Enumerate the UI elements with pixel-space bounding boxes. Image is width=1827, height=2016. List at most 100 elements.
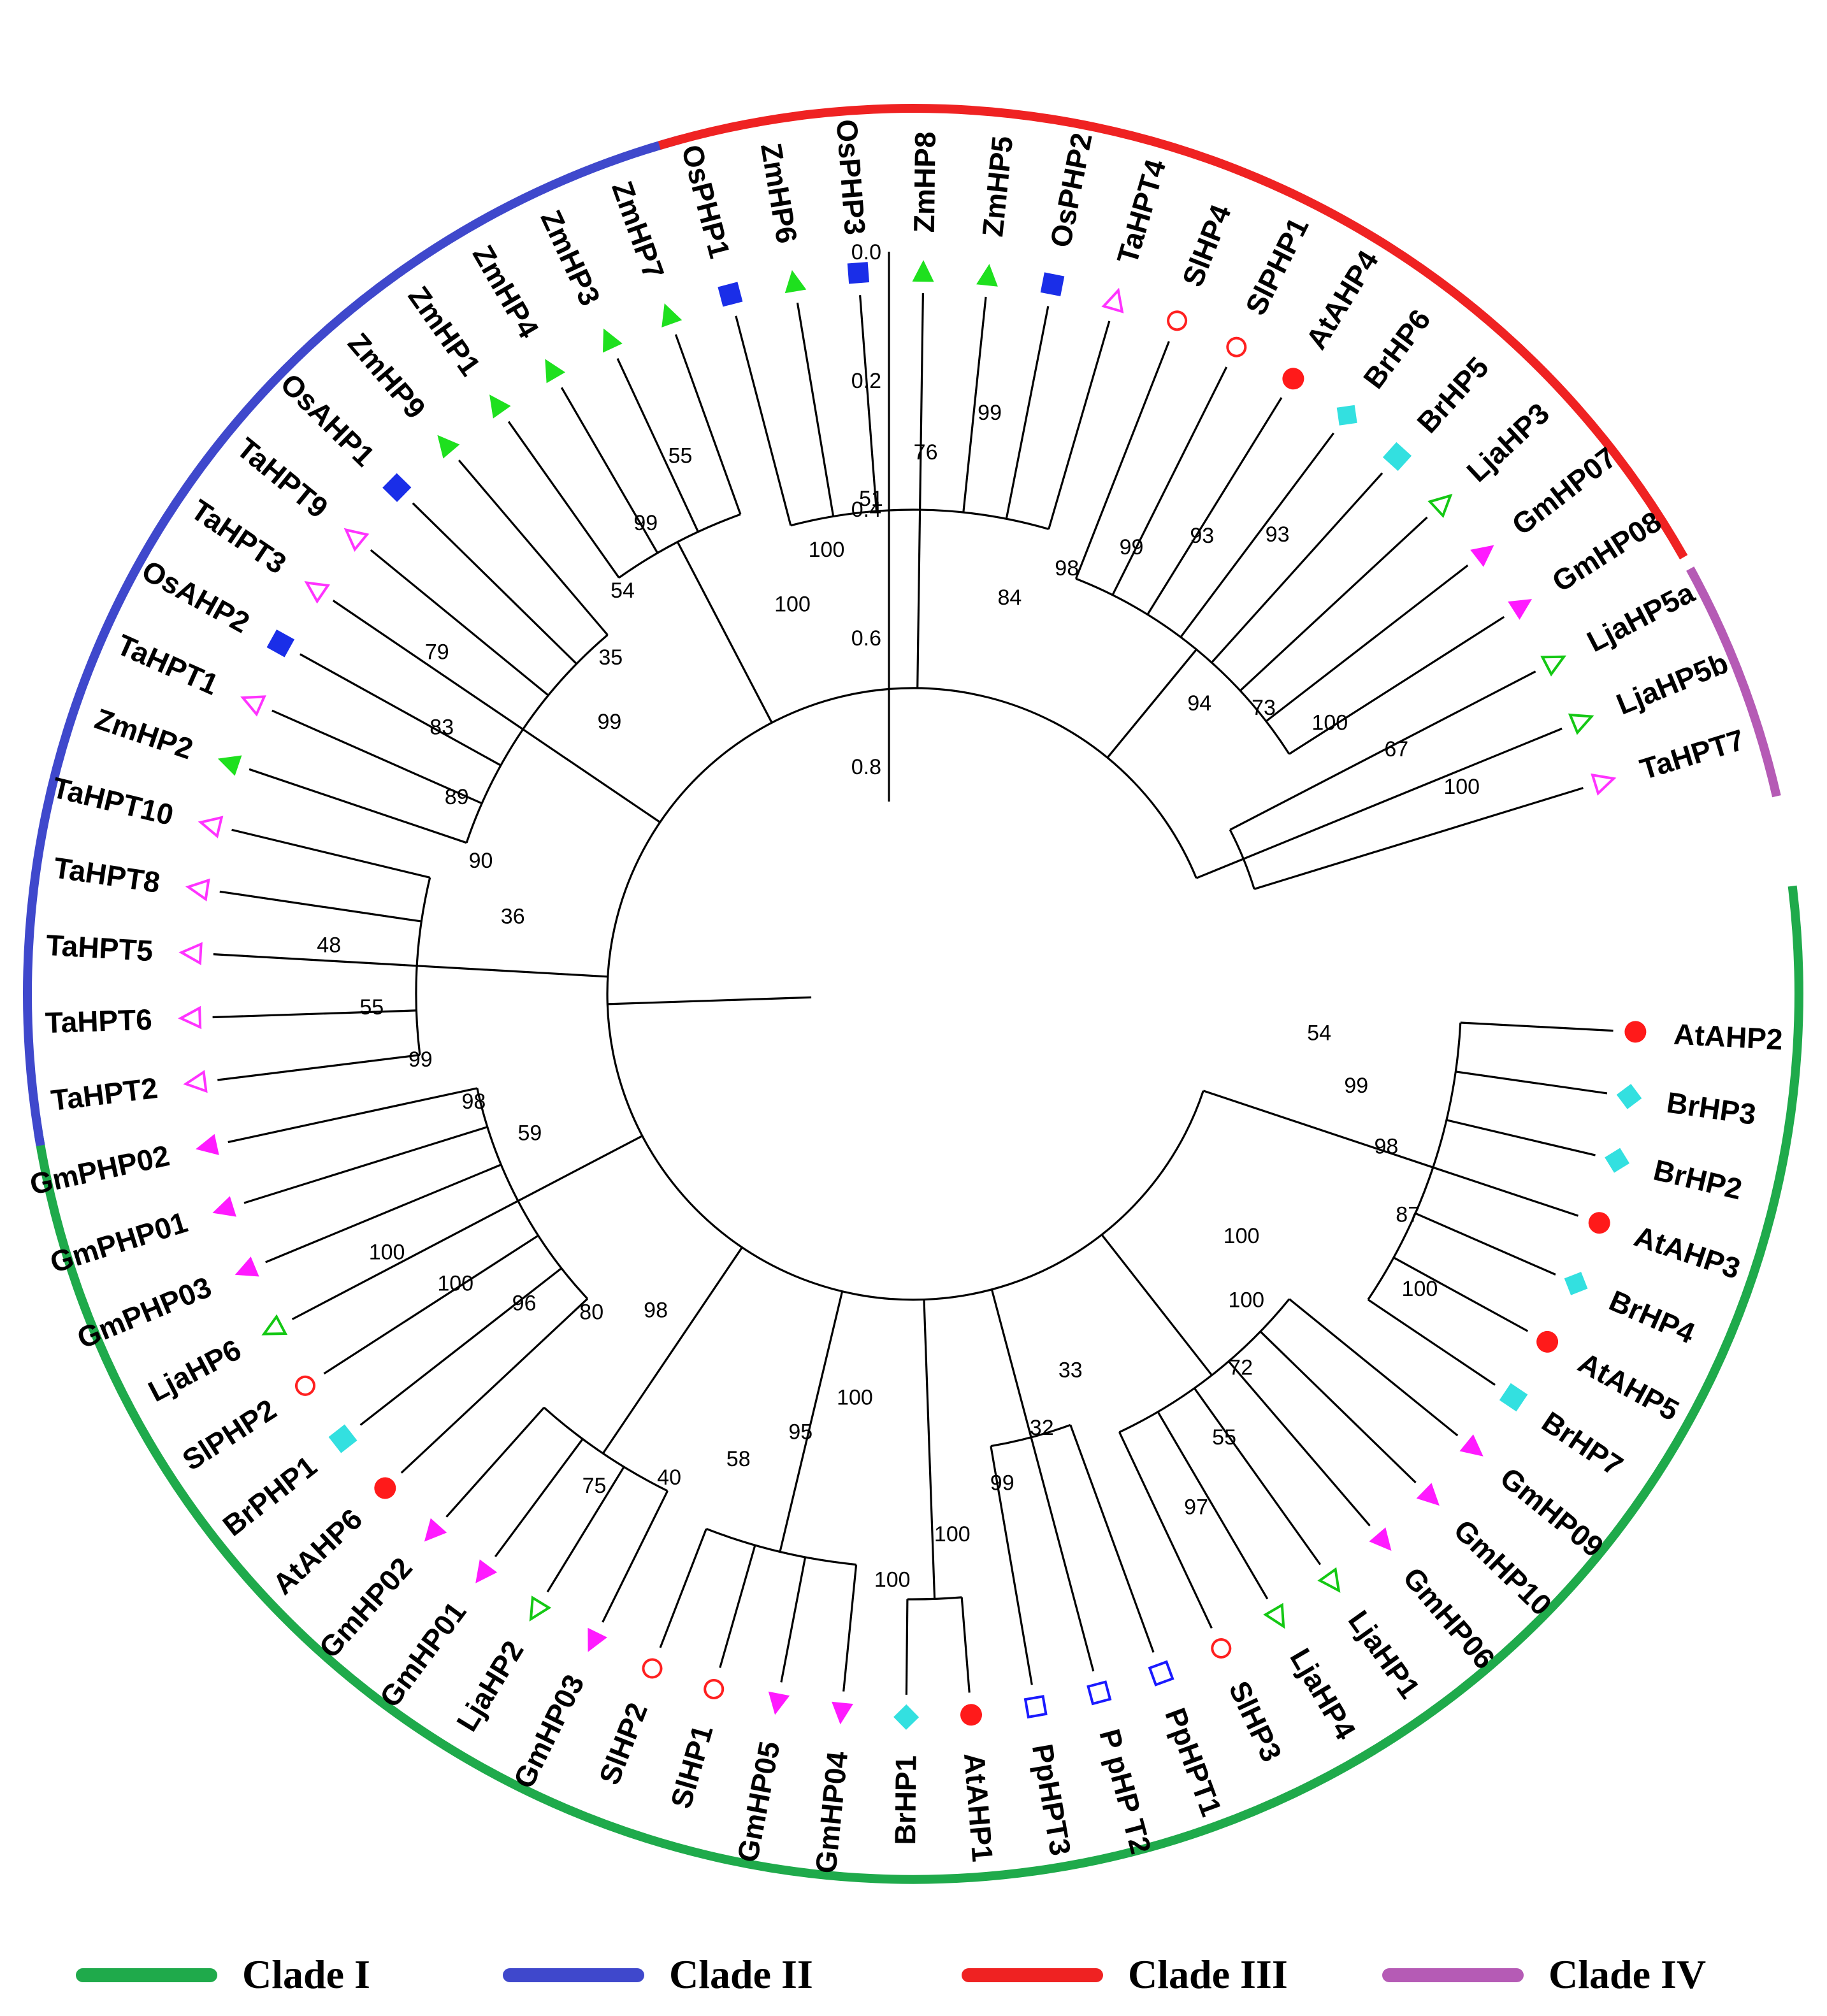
tree-branch — [842, 1564, 858, 1692]
leaf-label: ZmHP9 — [342, 326, 432, 424]
support-value: 72 — [1229, 1356, 1253, 1380]
tree-branch — [1195, 858, 1244, 879]
leaf-label: ZmHP8 — [907, 131, 942, 233]
leaf-label: SlHP1 — [664, 1722, 719, 1812]
support-value: 99 — [990, 1471, 1015, 1495]
leaf-marker — [489, 394, 511, 419]
leaf-label: GmPHP03 — [73, 1270, 216, 1355]
tree-branch — [790, 508, 1050, 530]
tree-branch — [1048, 320, 1111, 529]
tree-branch — [219, 890, 422, 923]
leaf-label: GmHP10 — [1448, 1513, 1559, 1622]
scale-tick-label: 0.8 — [851, 755, 881, 779]
support-value: 94 — [1187, 691, 1211, 716]
tree-branch — [1415, 1212, 1556, 1276]
leaf-labels: AtAHP2BrHP3BrHP2AtAHP3BrHP4AtAHP5BrHP7Gm… — [27, 118, 1784, 1875]
leaf-label: SlPHP1 — [1239, 212, 1315, 320]
tree-branch — [719, 1544, 756, 1668]
leaf-marker — [1101, 287, 1124, 313]
leaf-label: OsAHP1 — [274, 367, 381, 473]
leaf-label: BrHP1 — [888, 1755, 922, 1845]
leaf-marker — [235, 1256, 259, 1277]
clade-arc-clade-ii — [23, 134, 682, 1146]
leaf-label: BrPHP1 — [217, 1449, 323, 1542]
support-value: 89 — [445, 785, 469, 809]
leaf-label: GmHP03 — [507, 1669, 591, 1794]
clade-arc-clade-iii — [658, 104, 1688, 559]
leaf-label: OsPHP1 — [675, 141, 737, 262]
tree-branch — [400, 1298, 588, 1474]
tree-branch — [560, 387, 659, 554]
tree-branch — [705, 1527, 856, 1566]
scale-tick-label: 0.2 — [851, 369, 881, 393]
leaf-marker — [642, 1658, 663, 1679]
tree-branch — [1005, 306, 1050, 519]
support-value: 95 — [788, 1420, 812, 1444]
leaf-marker — [343, 528, 370, 552]
leaf-marker — [178, 1005, 202, 1030]
leaf-marker — [832, 1701, 853, 1725]
leaf-label: TaHPT3 — [185, 493, 292, 580]
tree-branch — [1227, 1360, 1371, 1527]
support-value: 100 — [1402, 1277, 1438, 1301]
support-value: 35 — [598, 645, 623, 670]
support-value: 98 — [461, 1090, 486, 1114]
tree-branch — [1455, 1070, 1608, 1095]
leaf-label: TaHPT5 — [45, 928, 154, 967]
support-value: 55 — [359, 995, 384, 1019]
legend-label: Clade III — [1128, 1952, 1288, 1997]
tree-branch — [659, 1528, 707, 1648]
tree-branch — [1259, 1330, 1417, 1484]
leaf-label: TaHPT8 — [52, 851, 162, 899]
leaf-marker — [1508, 599, 1533, 620]
leaf-marker — [178, 942, 203, 965]
tree-branch — [1180, 432, 1334, 638]
tree-branch — [417, 965, 608, 978]
tree-branch — [990, 1423, 1071, 1448]
tree-branch — [602, 1246, 743, 1454]
tree-branch — [1202, 1090, 1434, 1169]
leaf-marker — [1540, 655, 1566, 677]
support-value: 84 — [997, 586, 1022, 610]
tree-branch — [960, 1597, 971, 1693]
leaf-label: LjaHP1 — [1342, 1604, 1427, 1704]
clade-arcs — [23, 104, 1803, 1884]
leaf-marker — [1226, 336, 1247, 357]
tree-branch — [674, 334, 742, 515]
tree-branch — [919, 293, 924, 510]
scale-bar: 0.00.20.40.60.8 — [851, 240, 890, 802]
support-value: 87 — [1396, 1202, 1420, 1227]
leaf-marker — [602, 328, 623, 353]
support-value: 40 — [657, 1465, 681, 1490]
tree-branch — [291, 1200, 519, 1320]
leaf-marker — [212, 1196, 236, 1217]
leaf-marker — [1416, 1483, 1440, 1506]
tree-branch — [227, 1087, 478, 1144]
tree-branch — [243, 1126, 488, 1204]
leaf-label: BrHP6 — [1357, 303, 1437, 395]
leaf-marker — [1605, 1148, 1630, 1173]
leaf-marker — [295, 1375, 315, 1396]
tree-branch — [522, 728, 661, 823]
tree-branch — [618, 513, 741, 579]
legend-label: Clade II — [669, 1952, 813, 1997]
tree-branch — [1211, 472, 1383, 663]
leaf-label: TaHPT10 — [49, 770, 177, 832]
scale-tick-label: 0.4 — [851, 498, 881, 522]
tree-branch — [412, 502, 577, 665]
leaf-marker — [1591, 773, 1617, 796]
leaf-marker — [784, 270, 807, 294]
leaf-label: ZmHP5 — [976, 134, 1019, 238]
support-value: 83 — [430, 715, 454, 739]
support-value: 100 — [437, 1271, 473, 1295]
legend-label: Clade I — [242, 1952, 370, 1997]
leaf-label: ZmHP7 — [605, 177, 671, 284]
leaf-marker — [1564, 1272, 1588, 1295]
tree-branch — [231, 828, 431, 879]
leaf-label: ZmHP6 — [755, 141, 804, 246]
tree-branch — [370, 549, 549, 696]
tree-branch — [606, 687, 1204, 1301]
tree-branch — [300, 653, 502, 767]
tree-branch — [1118, 1432, 1213, 1629]
tree-branch — [265, 1163, 502, 1264]
